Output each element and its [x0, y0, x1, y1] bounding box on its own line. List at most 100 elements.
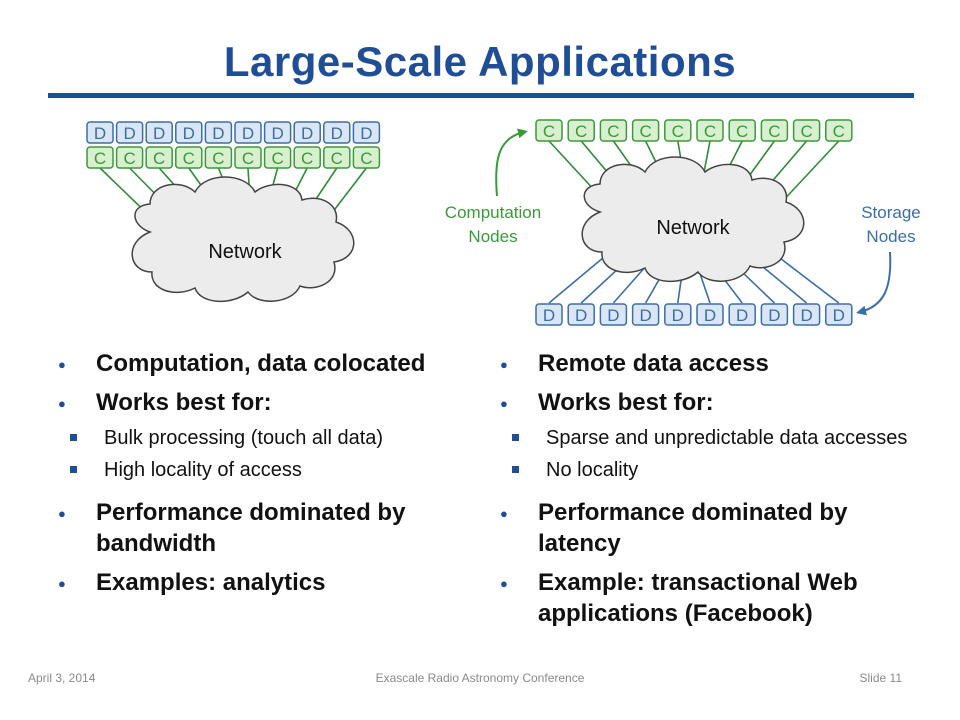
right-compute-node: C — [567, 119, 595, 142]
left-bullet-2: Works best for: — [56, 387, 456, 419]
svg-text:C: C — [153, 149, 165, 168]
left-compute-node: C — [115, 146, 144, 169]
svg-text:C: C — [271, 149, 283, 168]
left-storage-node: D — [86, 121, 114, 144]
right-storage-node: D — [567, 303, 595, 326]
right-column: Remote data access Works best for: Spars… — [498, 348, 908, 637]
right-compute-node: C — [760, 119, 789, 142]
right-bullet-4: Example: transactional Web applications … — [498, 567, 908, 629]
left-storage-node: D — [263, 121, 292, 144]
left-column: Computation, data colocated Works best f… — [56, 348, 456, 606]
left-compute-node: C — [86, 146, 114, 169]
computation-nodes-arrow — [495, 128, 528, 197]
right-network-cloud: Network — [581, 156, 805, 283]
svg-text:D: D — [639, 306, 651, 325]
left-compute-node: C — [145, 146, 173, 169]
left-compute-node: C — [293, 146, 321, 169]
right-storage-link — [612, 265, 647, 304]
svg-text:D: D — [123, 124, 135, 143]
right-compute-node: C — [696, 119, 724, 142]
svg-text:C: C — [360, 149, 372, 168]
right-storage-node: D — [599, 303, 628, 326]
left-compute-node: C — [234, 146, 262, 169]
svg-text:C: C — [639, 122, 651, 141]
svg-text:D: D — [360, 124, 372, 143]
left-compute-node: C — [263, 146, 292, 169]
right-sub-bullet-1: Sparse and unpredictable data accesses — [506, 424, 908, 453]
left-network-label: Network — [208, 241, 282, 263]
svg-text:C: C — [331, 149, 343, 168]
right-compute-node: C — [792, 119, 821, 142]
svg-text:C: C — [833, 122, 845, 141]
footer-date: April 3, 2014 — [28, 671, 96, 685]
svg-text:D: D — [704, 306, 716, 325]
storage-nodes-label-line2: Nodes — [866, 227, 915, 246]
right-compute-node: C — [728, 119, 756, 142]
right-storage-link — [699, 273, 711, 304]
right-network-links — [548, 140, 840, 304]
svg-text:C: C — [123, 149, 135, 168]
left-compute-node: C — [175, 146, 203, 169]
right-storage-node: D — [792, 303, 821, 326]
right-compute-node: C — [599, 119, 628, 142]
svg-text:D: D — [736, 306, 748, 325]
svg-text:D: D — [768, 306, 780, 325]
svg-text:D: D — [607, 306, 619, 325]
svg-text:C: C — [607, 122, 619, 141]
right-bullet-3: Performance dominated by latency — [498, 497, 908, 559]
svg-text:D: D — [331, 124, 343, 143]
left-storage-node: D — [323, 121, 351, 144]
svg-text:D: D — [301, 124, 313, 143]
svg-text:C: C — [736, 122, 748, 141]
right-compute-node: C — [535, 119, 563, 142]
slide-title: Large-Scale Applications — [223, 38, 737, 85]
svg-text:C: C — [768, 122, 780, 141]
svg-text:D: D — [183, 124, 195, 143]
svg-text:C: C — [800, 122, 812, 141]
right-compute-link — [778, 140, 840, 206]
svg-text:D: D — [271, 124, 283, 143]
left-bullet-3: Performance dominated by bandwidth — [56, 497, 456, 559]
left-network-cloud: Network — [131, 176, 355, 303]
svg-text:D: D — [575, 306, 587, 325]
svg-text:C: C — [212, 149, 224, 168]
left-storage-node: D — [352, 121, 381, 144]
svg-text:C: C — [704, 122, 716, 141]
left-storage-node: D — [234, 121, 262, 144]
left-storage-node: D — [204, 121, 233, 144]
computation-nodes-label-line1: Computation — [445, 203, 541, 222]
right-storage-node: D — [696, 303, 724, 326]
right-storage-node: D — [535, 303, 563, 326]
right-compute-node: C — [825, 119, 853, 142]
left-compute-node: C — [352, 146, 381, 169]
right-storage-node: D — [825, 303, 853, 326]
computation-nodes-label-line2: Nodes — [468, 227, 517, 246]
right-compute-node: C — [631, 119, 660, 142]
right-storage-link — [771, 251, 840, 304]
svg-text:D: D — [94, 124, 106, 143]
svg-text:C: C — [575, 122, 587, 141]
left-sub-bullet-1: Bulk processing (touch all data) — [64, 424, 456, 453]
storage-nodes-label-line1: Storage — [861, 203, 921, 222]
left-storage-node: D — [145, 121, 173, 144]
right-storage-node: D — [728, 303, 756, 326]
right-network-label: Network — [656, 217, 730, 239]
svg-text:D: D — [212, 124, 224, 143]
left-bullet-1: Computation, data colocated — [56, 348, 456, 380]
footer-slide-number: Slide 11 — [859, 671, 902, 685]
svg-text:D: D — [833, 306, 845, 325]
svg-text:D: D — [800, 306, 812, 325]
title-underline — [48, 93, 914, 98]
left-bullet-4: Examples: analytics — [56, 567, 456, 599]
svg-text:D: D — [153, 124, 165, 143]
right-sub-bullet-2: No locality — [506, 456, 908, 485]
svg-text:D: D — [543, 306, 555, 325]
left-compute-node: C — [204, 146, 233, 169]
svg-text:C: C — [94, 149, 106, 168]
left-storage-node: D — [115, 121, 144, 144]
left-sub-bullet-2: High locality of access — [64, 456, 456, 485]
left-storage-node: D — [293, 121, 321, 144]
